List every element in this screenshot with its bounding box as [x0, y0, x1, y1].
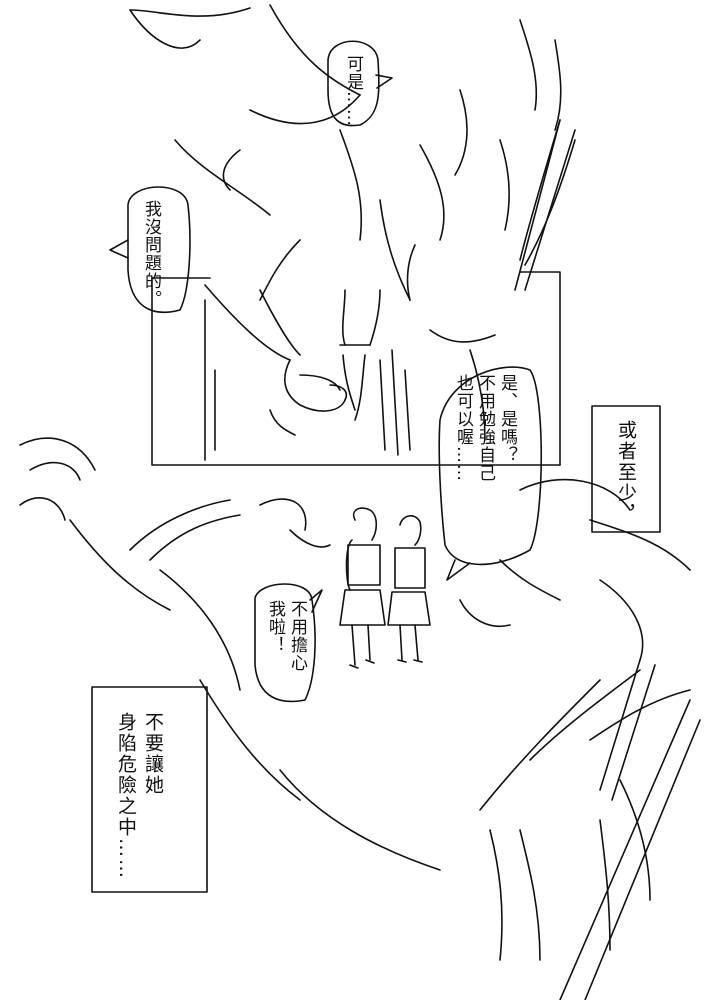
- bubble-dont-worry: 不用擔心 我啦！: [265, 600, 307, 672]
- schoolgirls-drawing: [339, 507, 431, 669]
- bubble-is-that-so: 是、是嗎？ 不用勉強自己 也可以喔……: [453, 374, 517, 482]
- speed-lines: [514, 119, 701, 1000]
- lower-figure-lines: [69, 499, 691, 961]
- cloud-edges: [19, 437, 691, 661]
- bubble-kashi: 可是……: [343, 55, 363, 127]
- caption-dont-let-her: 不要讓她 身陷危險之中……: [115, 712, 164, 880]
- caption-or-at-least: 或者至少，: [615, 420, 637, 525]
- bubble-no-problem: 我沒問題的。: [141, 200, 161, 308]
- caption-boxes: [91, 405, 661, 893]
- inset-panel: [151, 271, 561, 466]
- speech-bubbles: [109, 40, 543, 703]
- background-figure-lines: [129, 4, 576, 343]
